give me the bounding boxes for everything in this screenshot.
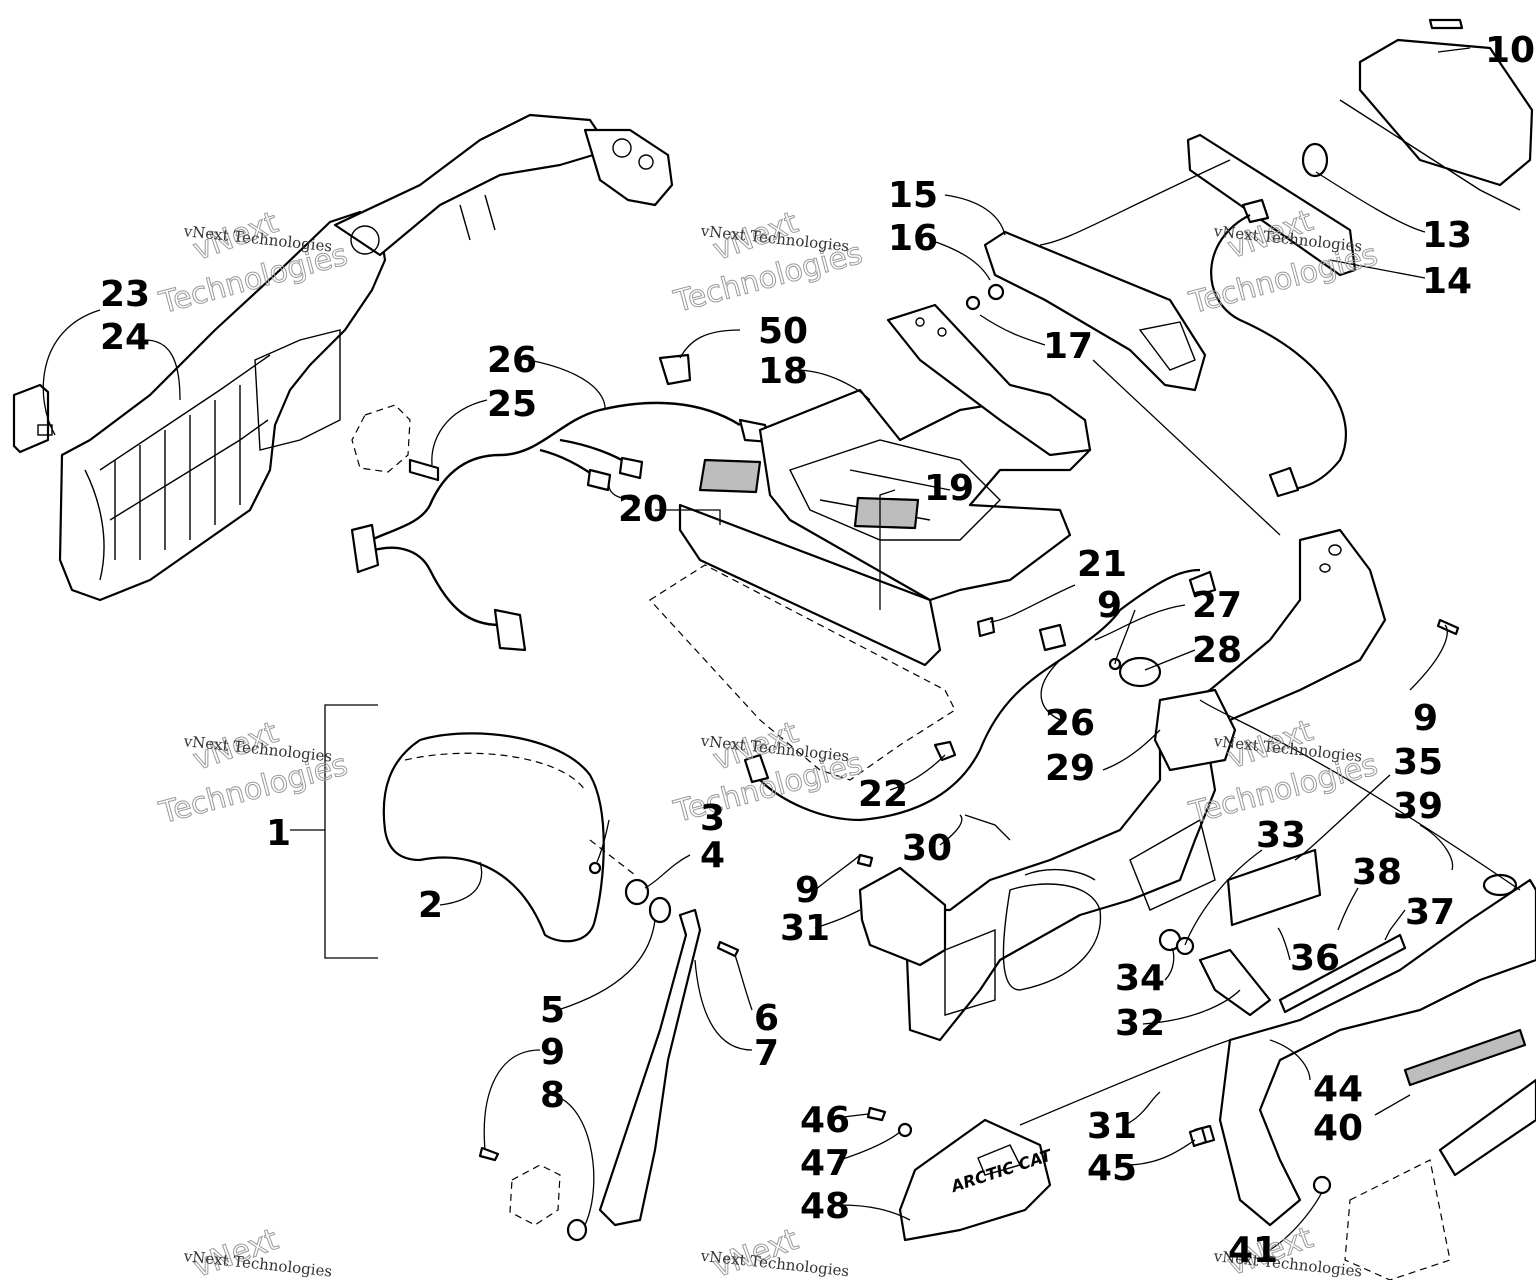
callout-26: 26 [487,340,537,381]
callout-33: 32 [1115,1003,1165,1044]
clip-50 [658,353,692,386]
callout-9-right: 9 [1413,698,1438,739]
callout-3: 3 [700,798,725,839]
callout-2: 2 [418,885,443,926]
callout-9-left: 9 [540,1032,565,1073]
callout-36: 35 [1393,742,1443,783]
callout-34: 33 [1256,815,1306,856]
callout-28: 27 [1192,585,1242,626]
fasteners [743,18,1464,1148]
callout-46: 45 [1087,1148,1137,1189]
callout-32: 31 [780,908,830,949]
callout-13: 13 [1422,215,1472,256]
callout-23: 23 [100,274,150,315]
taillight-assembly [1186,38,1534,498]
callout-18: 18 [758,351,808,392]
callout-39: 38 [1352,852,1402,893]
harness-27 [759,568,1201,822]
callout-40: 39 [1393,786,1443,827]
callout-20: 20 [618,489,668,530]
callout-24: 24 [100,317,150,358]
callout-15: 15 [888,175,938,216]
logo-cover-49: ARCTIC CAT [898,1118,1055,1242]
taillight-housing [965,230,1207,392]
right-arm-assembly [1193,873,1536,1280]
callout-41: 40 [1313,1108,1363,1149]
wiring-harness [350,401,772,652]
callout-6: 6 [754,998,779,1039]
callout-14: 14 [1422,261,1472,302]
nut-22 [933,740,957,762]
callout-25: 25 [487,384,537,425]
callout-37: 36 [1290,938,1340,979]
callout-27: 26 [1045,703,1095,744]
callout-21: 21 [1077,544,1127,585]
backrest-bracket [290,704,378,959]
callout-31b: 31 [1087,1106,1137,1147]
callout-45: 44 [1313,1069,1363,1110]
callout-10: 10 [1485,30,1535,71]
callout-31a: 30 [902,828,952,869]
rear-rack [678,303,1092,667]
callout-17: 17 [1043,326,1093,367]
callout-4: 4 [700,835,725,876]
callout-48: 47 [800,1143,850,1184]
backrest-pad [382,732,636,943]
left-side-panel [58,113,674,602]
leader-lines [42,47,1521,1251]
reflector-36 [1226,848,1322,927]
callout-8: 8 [540,1075,565,1116]
callout-9-plate: 9 [795,870,820,911]
callout-29: 28 [1192,630,1242,671]
callout-9-harness: 9 [1097,585,1122,626]
bushing-35 [1175,936,1195,956]
callout-38: 37 [1405,892,1455,933]
grommet-plug [351,404,440,482]
callout-22: 22 [858,774,908,815]
callout-35: 34 [1115,958,1165,999]
rear-frame [903,528,1387,1042]
callout-50: 50 [758,311,808,352]
callout-30: 29 [1045,748,1095,789]
switch-module [12,383,53,454]
callout-7: 7 [754,1033,779,1074]
mounting-plate-outline [649,564,956,781]
screw-21 [976,616,996,638]
latch-33 [1198,948,1272,1017]
callout-47: 46 [800,1100,850,1141]
callout-1: 1 [266,813,291,854]
callout-19: 19 [924,468,974,509]
side-plate-32 [858,866,947,967]
callout-49: 48 [800,1186,850,1227]
callout-5: 5 [540,990,565,1031]
callout-16: 16 [888,218,938,259]
backrest-hardware [478,861,740,1242]
callout-labels: 10 13 14 15 16 17 18 19 20 21 22 23 24 2… [100,30,1535,1271]
callout-44: 41 [1228,1230,1278,1271]
